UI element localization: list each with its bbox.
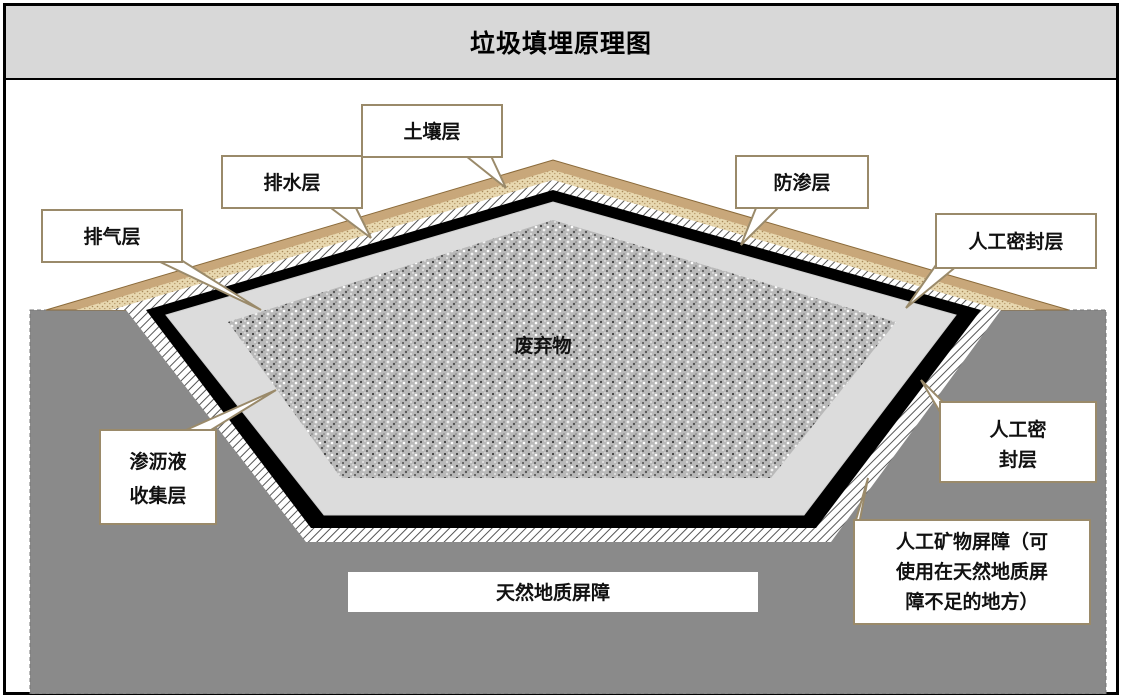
artificial-seal-top-box: [935, 213, 1097, 269]
waste-label: 废弃物: [514, 334, 571, 357]
natural-barrier-label: 天然地质屏障: [496, 581, 610, 604]
diagram-frame: 垃圾填埋原理图: [3, 3, 1119, 695]
mineral-label-line3: 障不足的地方）: [905, 590, 1038, 613]
seal-side-label-line2: 封层: [999, 448, 1037, 471]
landfill-diagram: 土壤层 排水层 排气层 防渗层 人工密封层 废弃物 人工密 封层 渗沥液 收集层…: [29, 104, 1107, 694]
gas-vent-callout-box: [41, 209, 183, 263]
leachate-label-line2: 收集层: [129, 484, 186, 507]
gas-vent-label: 排气层: [83, 225, 140, 248]
anti-seepage-callout-box: [735, 155, 869, 209]
anti-seepage-label: 防渗层: [773, 171, 830, 194]
natural-barrier-box: [348, 572, 758, 612]
page-title: 垃圾填埋原理图: [469, 29, 652, 58]
waste-body: [228, 220, 896, 478]
leachate-callout-box: [99, 429, 217, 525]
seal-side-label-line1: 人工密: [989, 418, 1046, 441]
soil-callout-box: [361, 104, 503, 158]
soil-label: 土壤层: [403, 120, 460, 143]
title-bar: 垃圾填埋原理图: [6, 6, 1116, 80]
mineral-label-line1: 人工矿物屏障（可: [896, 530, 1048, 553]
seal-side-callout-box: [939, 401, 1097, 483]
mineral-callout-box: [853, 519, 1091, 625]
mineral-label-line2: 使用在天然地质屏: [895, 560, 1048, 583]
leachate-label-line1: 渗沥液: [129, 450, 187, 473]
drainage-label: 排水层: [263, 171, 320, 194]
drainage-callout-box: [221, 155, 363, 209]
artificial-seal-top-label: 人工密封层: [968, 230, 1063, 253]
